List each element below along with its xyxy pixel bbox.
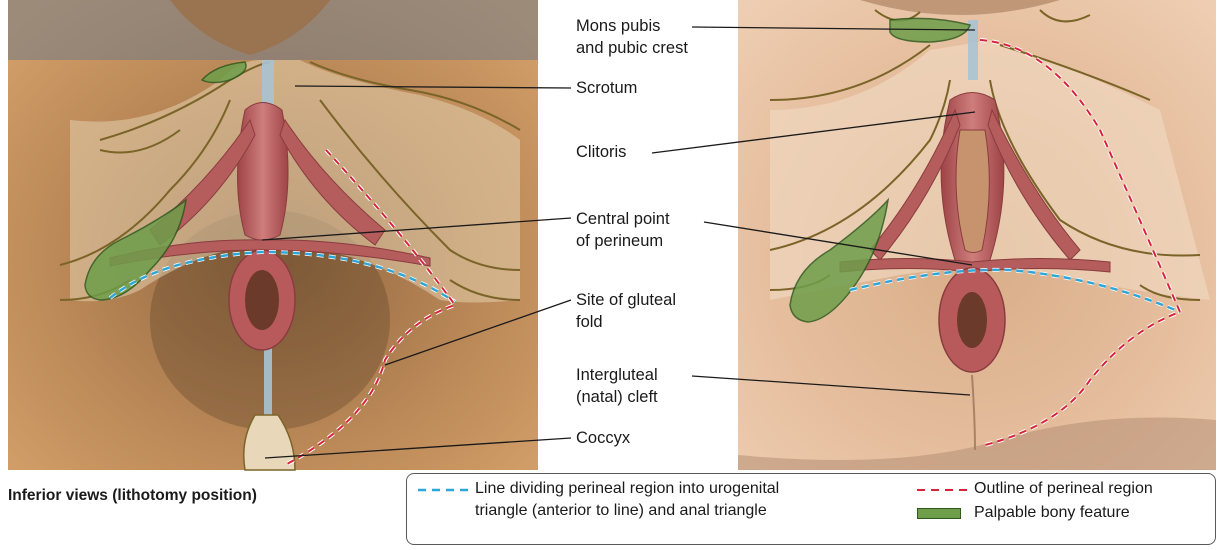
label-mons-pubis: Mons pubis (576, 16, 660, 36)
legend-box: Line dividing perineal region into uroge… (406, 473, 1216, 545)
label-of-perineum: of perineum (576, 231, 663, 251)
label-scrotum: Scrotum (576, 78, 637, 98)
figure-caption: Inferior views (lithotomy position) (8, 487, 257, 505)
label-central-point: Central point (576, 209, 670, 229)
dividing-line-swatch (416, 484, 472, 496)
label-gluteal-fold-2: fold (576, 312, 603, 332)
label-pubic-crest: and pubic crest (576, 38, 688, 58)
legend-outline-text: Outline of perineal region (974, 479, 1153, 499)
bony-feature-swatch (917, 508, 961, 519)
female-perineum-image (738, 0, 1216, 470)
legend-dividing-line-text-2: triangle (anterior to line) and anal tri… (475, 501, 767, 521)
outline-swatch (915, 484, 971, 496)
label-natal-cleft: (natal) cleft (576, 387, 658, 407)
label-gluteal-fold: Site of gluteal (576, 290, 676, 310)
label-intergluteal: Intergluteal (576, 365, 658, 385)
label-coccyx: Coccyx (576, 428, 630, 448)
male-perineum-image (8, 0, 538, 470)
label-clitoris: Clitoris (576, 142, 626, 162)
legend-bony-text: Palpable bony feature (974, 503, 1130, 523)
legend-dividing-line-text: Line dividing perineal region into uroge… (475, 479, 779, 499)
